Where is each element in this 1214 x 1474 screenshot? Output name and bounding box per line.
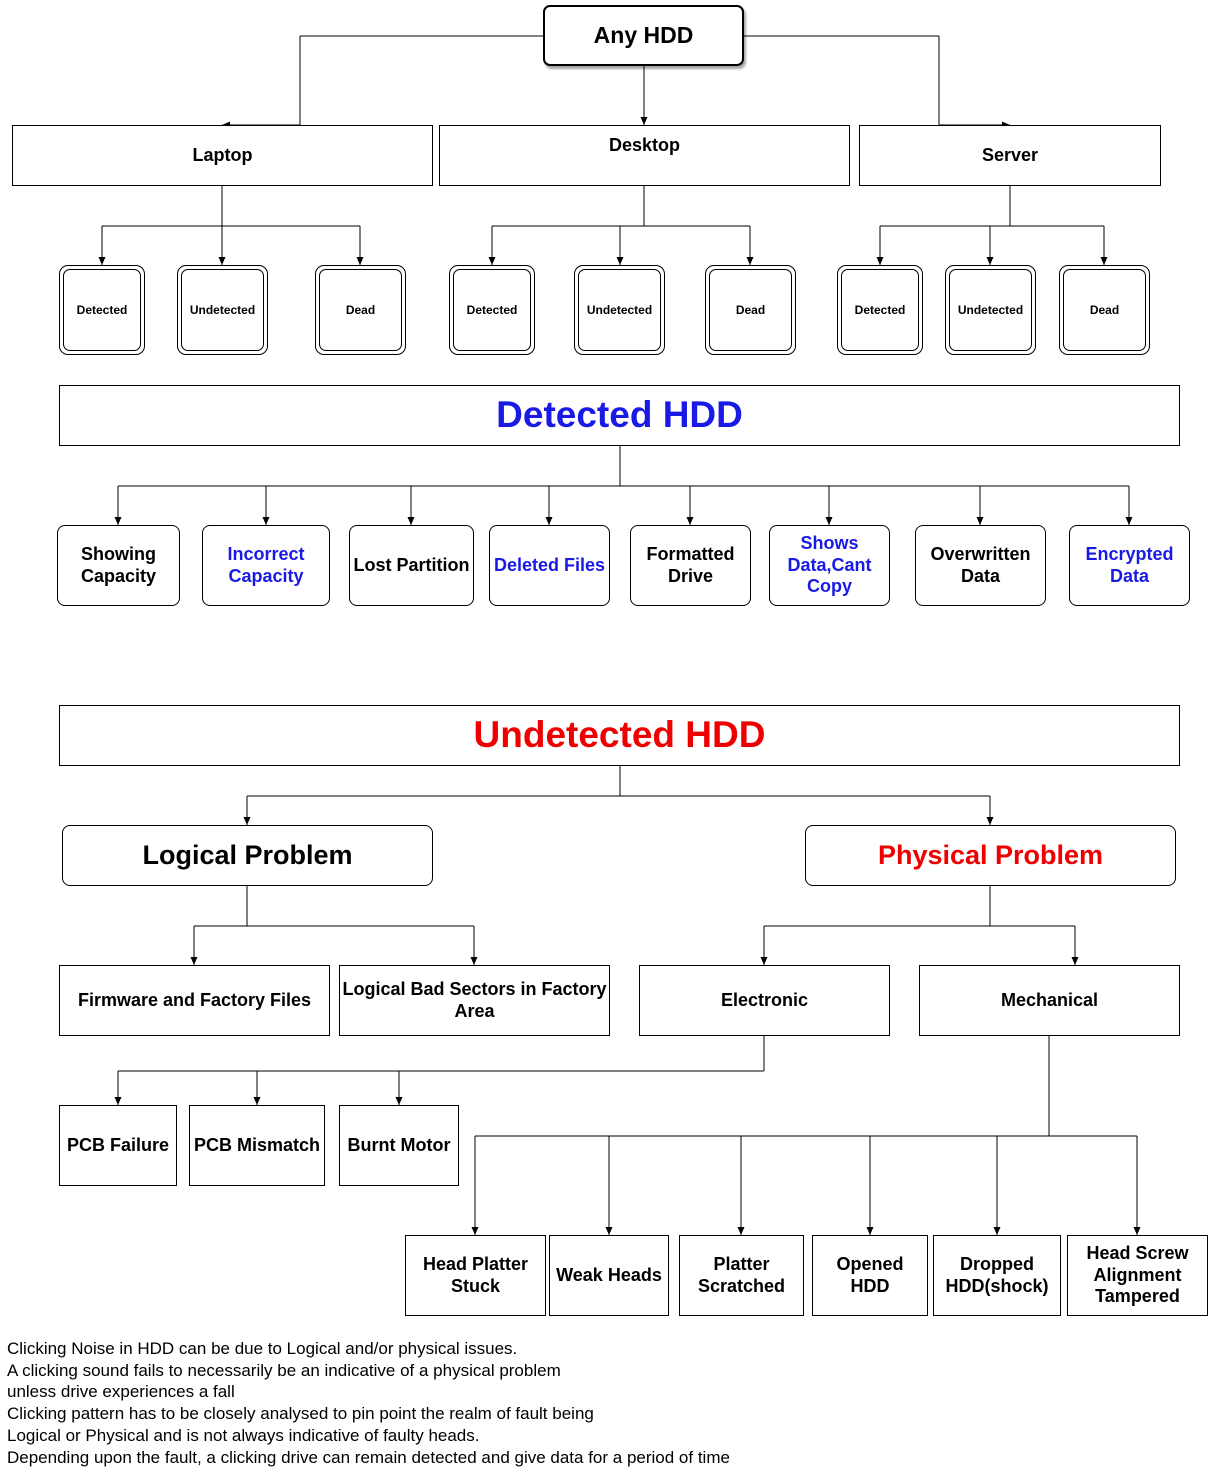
undetected-hdd-banner: Undetected HDD [59, 705, 1180, 766]
notes-text: Clicking Noise in HDD can be due to Logi… [7, 1338, 1207, 1468]
desktop-node: Desktop [439, 125, 850, 186]
pcb-mismatch-node: PCB Mismatch [189, 1105, 325, 1186]
arrowhead [640, 117, 648, 125]
arrowhead [407, 517, 415, 525]
encrypted-data-node: Encrypted Data [1069, 525, 1190, 606]
arrowhead [356, 257, 364, 265]
any-hdd-node: Any HDD [543, 5, 744, 66]
arrowhead [488, 257, 496, 265]
laptop-detected-node: Detected [59, 265, 145, 355]
arrowhead [1125, 517, 1133, 525]
arrowhead [986, 257, 994, 265]
arrowhead [993, 1227, 1001, 1235]
electronic-node: Electronic [639, 965, 890, 1036]
arrowhead [470, 957, 478, 965]
arrowhead [605, 1227, 613, 1235]
arrowhead [760, 957, 768, 965]
logical-problem-node: Logical Problem [62, 825, 433, 886]
desktop-undetected-node: Undetected [574, 265, 665, 355]
incorrect-capacity-node: Incorrect Capacity [202, 525, 330, 606]
mechanical-node: Mechanical [919, 965, 1180, 1036]
pcb-failure-node: PCB Failure [59, 1105, 177, 1186]
arrowhead [866, 1227, 874, 1235]
note-line: Clicking Noise in HDD can be due to Logi… [7, 1339, 518, 1358]
arrowhead [746, 257, 754, 265]
lost-partition-node: Lost Partition [349, 525, 474, 606]
note-line: Depending upon the fault, a clicking dri… [7, 1447, 730, 1467]
laptop-dead-node: Dead [315, 265, 406, 355]
detected-hdd-banner: Detected HDD [59, 385, 1180, 446]
arrowhead [737, 1227, 745, 1235]
laptop-node: Laptop [12, 125, 433, 186]
burnt-motor-node: Burnt Motor [339, 1105, 459, 1186]
arrowhead [243, 817, 251, 825]
arrowhead [218, 257, 226, 265]
server-node: Server [859, 125, 1161, 186]
opened-hdd-node: Opened HDD [812, 1235, 928, 1316]
shows-data-cant-copy-node: Shows Data,Cant Copy [769, 525, 890, 606]
physical-problem-node: Physical Problem [805, 825, 1176, 886]
desktop-detected-node: Detected [449, 265, 535, 355]
server-detected-node: Detected [837, 265, 923, 355]
note-line: Logical or Physical and is not always in… [7, 1425, 480, 1445]
deleted-files-node: Deleted Files [489, 525, 610, 606]
desktop-dead-node: Dead [705, 265, 796, 355]
arrowhead [98, 257, 106, 265]
head-screw-alignment-node: Head Screw Alignment Tampered [1067, 1235, 1208, 1316]
server-dead-node: Dead [1059, 265, 1150, 355]
arrowhead [114, 517, 122, 525]
arrowhead [976, 517, 984, 525]
logical-bad-sectors-node: Logical Bad Sectors in Factory Area [339, 965, 610, 1036]
overwritten-data-node: Overwritten Data [915, 525, 1046, 606]
arrowhead [876, 257, 884, 265]
arrowhead [825, 517, 833, 525]
firmware-factory-files-node: Firmware and Factory Files [59, 965, 330, 1036]
weak-heads-node: Weak Heads [549, 1235, 669, 1316]
arrowhead [262, 517, 270, 525]
arrowhead [395, 1097, 403, 1105]
server-undetected-node: Undetected [945, 265, 1036, 355]
note-line: A clicking sound fails to necessarily be… [7, 1360, 561, 1380]
arrowhead [1071, 957, 1079, 965]
arrowhead [253, 1097, 261, 1105]
arrowhead [114, 1097, 122, 1105]
head-platter-stuck-node: Head Platter Stuck [405, 1235, 546, 1316]
arrowhead [1100, 257, 1108, 265]
arrowhead [1133, 1227, 1141, 1235]
arrowhead [545, 517, 553, 525]
arrowhead [686, 517, 694, 525]
note-line: Clicking pattern has to be closely analy… [7, 1404, 594, 1424]
formatted-drive-node: Formatted Drive [630, 525, 751, 606]
showing-capacity-node: Showing Capacity [57, 525, 180, 606]
platter-scratched-node: Platter Scratched [679, 1235, 804, 1316]
arrowhead [471, 1227, 479, 1235]
dropped-hdd-shock-node: Dropped HDD(shock) [933, 1235, 1061, 1316]
note-line: unless drive experiences a fall [7, 1382, 235, 1402]
laptop-undetected-node: Undetected [177, 265, 268, 355]
arrowhead [986, 817, 994, 825]
arrowhead [616, 257, 624, 265]
arrowhead [190, 957, 198, 965]
